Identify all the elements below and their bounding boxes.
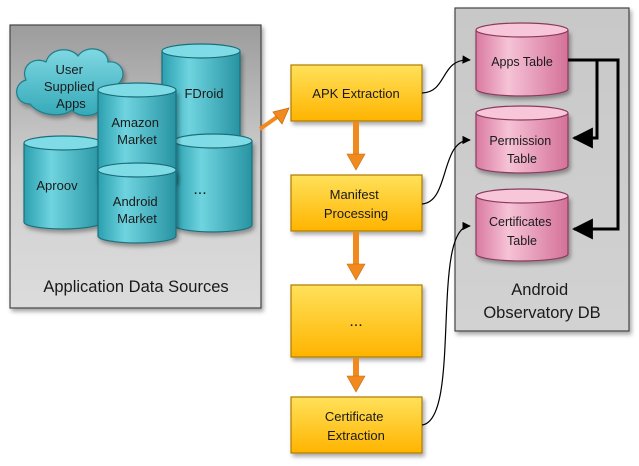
android-market-label: Android Market bbox=[113, 194, 161, 226]
down-arrow bbox=[346, 232, 366, 281]
permission-table-label: Permission Table bbox=[489, 134, 554, 166]
permission-line: Table bbox=[507, 152, 537, 166]
user-supplied-apps-cloud: User Supplied Apps bbox=[16, 48, 124, 117]
android-line: Market bbox=[117, 211, 157, 226]
apps-table-label: Apps Table bbox=[491, 55, 553, 69]
sources-to-extraction-arrow bbox=[258, 107, 290, 131]
certificates-line: Certificates bbox=[489, 215, 552, 229]
down-arrow bbox=[346, 358, 366, 393]
certificate-extraction-label: Certificate Extraction bbox=[325, 409, 387, 443]
down-arrow bbox=[346, 122, 366, 171]
table-certificates: Certificates Table bbox=[475, 188, 569, 262]
certificates-line: Table bbox=[507, 234, 537, 248]
certificates-table-label: Certificates Table bbox=[489, 215, 555, 248]
sources-panel-title: Application Data Sources bbox=[43, 278, 228, 296]
apk-extraction-label: APK Extraction bbox=[312, 86, 399, 101]
amazon-label: Amazon Market bbox=[111, 115, 162, 147]
cloud-line: Apps bbox=[56, 96, 86, 111]
manifest-line: Processing bbox=[324, 206, 388, 221]
fdroid-label: FDroid bbox=[184, 86, 223, 101]
cloud-line: Supplied bbox=[44, 79, 95, 94]
ellipsis-label: ... bbox=[193, 181, 206, 198]
step-manifest-processing: Manifest Processing bbox=[290, 174, 423, 232]
db-title-line: Android bbox=[511, 281, 568, 299]
cloud-line: User bbox=[55, 62, 83, 77]
cylinder-ellipsis: ... bbox=[173, 133, 253, 233]
db-title-line: Observatory DB bbox=[483, 304, 600, 322]
amazon-line: Amazon bbox=[111, 115, 159, 130]
db-panel-title: Android Observatory DB bbox=[483, 281, 600, 322]
cylinder-aproov: Aproov bbox=[23, 135, 103, 230]
permission-line: Permission bbox=[489, 134, 551, 148]
cylinder-android-market: Android Market bbox=[97, 162, 177, 244]
pipeline-down-arrows bbox=[346, 122, 366, 393]
table-apps: Apps Table bbox=[475, 22, 569, 97]
aproov-label: Aproov bbox=[36, 178, 78, 193]
manifest-processing-label: Manifest Processing bbox=[324, 187, 388, 221]
pipeline-to-db-arrows bbox=[421, 55, 471, 426]
android-line: Android bbox=[113, 194, 158, 209]
certificate-line: Certificate bbox=[325, 409, 384, 424]
step-apk-extraction: APK Extraction bbox=[290, 64, 423, 122]
step-ellipsis: ... bbox=[290, 284, 423, 358]
certificate-line: Extraction bbox=[327, 428, 385, 443]
step-certificate-extraction: Certificate Extraction bbox=[290, 396, 423, 454]
manifest-line: Manifest bbox=[330, 187, 380, 202]
cylinder-fdroid: FDroid bbox=[161, 43, 241, 151]
ellipsis-step-label: ... bbox=[349, 313, 362, 330]
amazon-line: Market bbox=[117, 132, 157, 147]
table-permission: Permission Table bbox=[475, 105, 569, 174]
db-relationship-arrows bbox=[568, 58, 620, 240]
cloud-label: User Supplied Apps bbox=[44, 62, 98, 111]
